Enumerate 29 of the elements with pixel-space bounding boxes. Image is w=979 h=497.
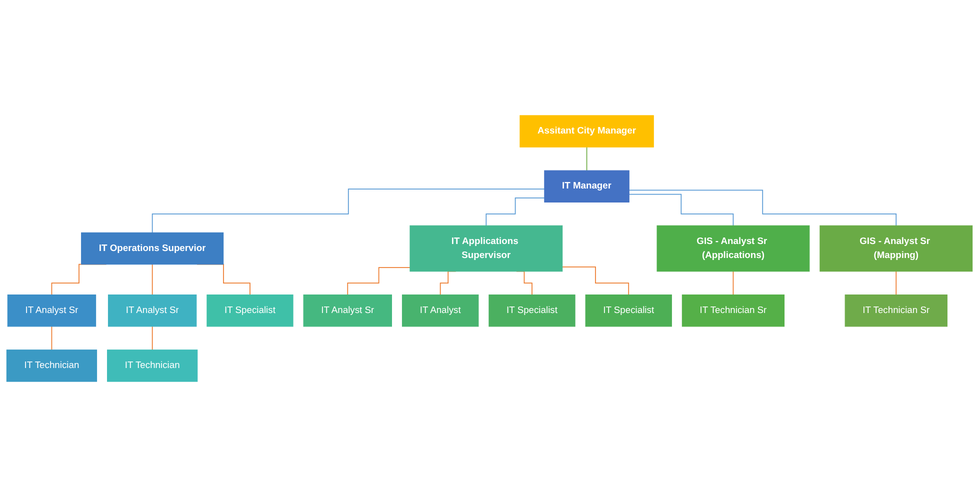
connector: [347, 267, 410, 296]
connector: [486, 198, 545, 226]
node-box: IT Analyst Sr: [303, 294, 392, 327]
node-box: IT Technician Sr: [844, 294, 948, 327]
connector: [51, 326, 52, 350]
connector: [896, 270, 897, 296]
node-box: IT Applications Supervisor: [410, 225, 563, 272]
connector: [628, 194, 734, 226]
node-box: IT Specialist: [585, 294, 672, 327]
connector: [586, 146, 588, 171]
node-box: IT Operations Supervior: [81, 232, 224, 265]
node-box: IT Technician Sr: [682, 294, 785, 327]
connector: [562, 266, 630, 296]
node-box: Assitant City Manager: [520, 115, 654, 148]
node-box: GIS - Analyst Sr (Mapping): [820, 225, 973, 272]
node-box: IT Analyst Sr: [7, 294, 96, 327]
node-box: IT Technician: [6, 350, 98, 382]
connector: [152, 326, 153, 350]
node-box: IT Specialist: [206, 294, 294, 327]
node-box: IT Analyst: [402, 294, 479, 327]
connector: [152, 188, 545, 234]
node-box: IT Specialist: [488, 294, 576, 327]
connector: [152, 264, 153, 296]
node-box: GIS - Analyst Sr (Applications): [656, 225, 810, 272]
node-box: IT Analyst Sr: [108, 294, 197, 327]
connector: [628, 190, 897, 226]
node-box: IT Technician: [107, 350, 198, 382]
node-box: IT Manager: [544, 170, 630, 202]
connector: [732, 270, 734, 296]
